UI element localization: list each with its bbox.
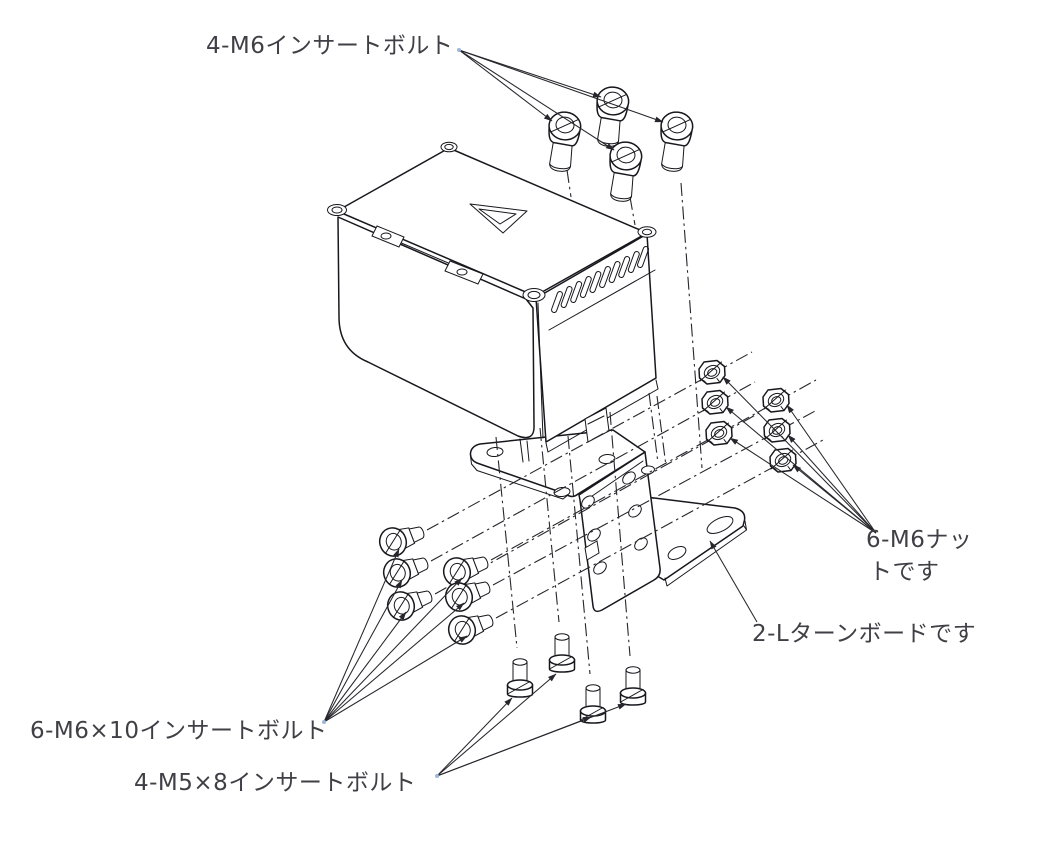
label-side-insert-bolts: 6-M6×10インサートボルト [30, 718, 328, 744]
leader-side-bolts [322, 548, 468, 724]
box-bottom-edge-lines [519, 438, 530, 463]
lid-latch [371, 225, 484, 285]
box-front-face [337, 216, 535, 439]
bottom-insert-bolts [506, 633, 647, 724]
brand-logo-icon [469, 203, 528, 234]
sensor-unit [327, 141, 659, 463]
top-insert-bolts [542, 84, 695, 204]
label-hex-nuts-line1: 6-M6ナッ [866, 527, 973, 553]
label-hex-nuts: 6-M6ナッ トです [866, 524, 972, 588]
leader-nuts [722, 376, 877, 534]
leader-bottom-bolts [435, 673, 627, 778]
hex-nuts [698, 359, 797, 473]
leader-lines [322, 48, 877, 778]
label-top-insert-bolts: 4-M6インサートボルト [206, 33, 454, 59]
label-hex-nuts-line2: トです [869, 559, 940, 585]
leader-turn-board [709, 540, 758, 623]
label-bottom-insert-bolts: 4-M5×8インサートボルト [134, 770, 417, 796]
corner-screws [327, 141, 657, 302]
leader-top-bolts [457, 48, 664, 151]
label-turn-board: 2-Lターンボードです [752, 621, 977, 647]
l-turn-board-bracket [469, 429, 747, 613]
